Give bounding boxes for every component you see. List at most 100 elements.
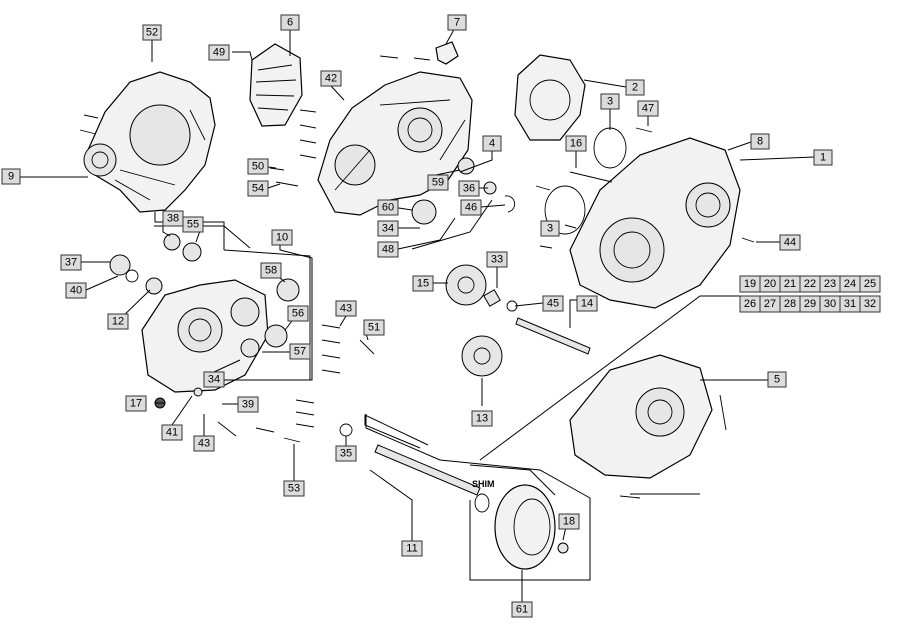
svg-text:1: 1 — [820, 152, 826, 164]
ring-35 — [339, 423, 353, 437]
label-33[interactable]: 33 — [486, 251, 508, 268]
label-44[interactable]: 44 — [779, 234, 801, 251]
svg-text:35: 35 — [340, 448, 352, 460]
label-30[interactable]: 30 — [819, 295, 841, 313]
label-8[interactable]: 8 — [750, 133, 770, 150]
svg-text:12: 12 — [112, 316, 124, 328]
label-57[interactable]: 57 — [289, 343, 311, 360]
svg-text:17: 17 — [130, 398, 142, 410]
label-58[interactable]: 58 — [260, 262, 282, 279]
label-32[interactable]: 32 — [859, 295, 881, 313]
label-9[interactable]: 9 — [1, 168, 21, 185]
label-60[interactable]: 60 — [377, 199, 399, 216]
label-29[interactable]: 29 — [799, 295, 821, 313]
label-3-upper[interactable]: 3 — [600, 93, 620, 110]
svg-text:3: 3 — [607, 96, 613, 108]
label-49[interactable]: 49 — [208, 44, 230, 61]
svg-text:43: 43 — [340, 303, 352, 315]
svg-text:19: 19 — [744, 278, 756, 290]
svg-text:49: 49 — [213, 47, 225, 59]
label-4[interactable]: 4 — [482, 135, 502, 152]
label-19[interactable]: 19 — [739, 275, 761, 293]
label-25[interactable]: 25 — [859, 275, 881, 293]
svg-text:7: 7 — [454, 17, 460, 29]
label-26[interactable]: 26 — [739, 295, 761, 313]
label-50[interactable]: 50 — [247, 158, 269, 175]
label-59[interactable]: 59 — [427, 174, 449, 191]
label-41[interactable]: 41 — [161, 424, 183, 441]
svg-text:48: 48 — [382, 244, 394, 256]
svg-text:6: 6 — [287, 17, 293, 29]
label-31[interactable]: 31 — [839, 295, 861, 313]
label-47[interactable]: 47 — [637, 100, 659, 117]
label-53[interactable]: 53 — [283, 480, 305, 497]
label-43-upper[interactable]: 43 — [335, 300, 357, 317]
label-61[interactable]: 61 — [511, 601, 533, 618]
label-27[interactable]: 27 — [759, 295, 781, 313]
svg-text:27: 27 — [764, 298, 776, 310]
label-45[interactable]: 45 — [542, 295, 564, 312]
label-2[interactable]: 2 — [625, 79, 645, 96]
svg-text:44: 44 — [784, 237, 796, 249]
label-3-lower[interactable]: 3 — [540, 220, 560, 237]
label-10[interactable]: 10 — [271, 229, 293, 246]
label-7[interactable]: 7 — [447, 14, 467, 31]
label-16[interactable]: 16 — [565, 135, 587, 152]
bearing-57 — [240, 338, 260, 358]
label-48[interactable]: 48 — [377, 241, 399, 258]
label-40[interactable]: 40 — [65, 282, 87, 299]
label-51[interactable]: 51 — [363, 319, 385, 336]
svg-text:55: 55 — [187, 219, 199, 231]
label-1[interactable]: 1 — [813, 149, 833, 166]
nut-18 — [557, 542, 569, 554]
svg-text:36: 36 — [463, 183, 475, 195]
label-37[interactable]: 37 — [60, 254, 82, 271]
svg-text:9: 9 — [8, 171, 14, 183]
label-28[interactable]: 28 — [779, 295, 801, 313]
label-43-lower[interactable]: 43 — [193, 435, 215, 452]
label-34-lower[interactable]: 34 — [203, 371, 225, 388]
bearing-55 — [182, 242, 202, 262]
transmission-cover — [569, 354, 713, 479]
label-5[interactable]: 5 — [767, 371, 787, 388]
label-14[interactable]: 14 — [576, 295, 598, 312]
label-22[interactable]: 22 — [799, 275, 821, 293]
svg-text:52: 52 — [146, 27, 158, 39]
fitting-41 — [193, 387, 203, 397]
label-13[interactable]: 13 — [471, 410, 493, 427]
label-21[interactable]: 21 — [779, 275, 801, 293]
label-56[interactable]: 56 — [287, 305, 309, 322]
bearing-58 — [276, 278, 300, 302]
label-15[interactable]: 15 — [412, 275, 434, 292]
shim-ring — [474, 493, 490, 513]
label-11[interactable]: 11 — [401, 540, 423, 557]
svg-text:40: 40 — [70, 285, 82, 297]
label-54[interactable]: 54 — [247, 180, 269, 197]
label-55[interactable]: 55 — [182, 216, 204, 233]
svg-text:28: 28 — [784, 298, 796, 310]
label-18[interactable]: 18 — [558, 513, 580, 530]
label-46[interactable]: 46 — [460, 199, 482, 216]
label-38[interactable]: 38 — [162, 210, 184, 227]
label-35[interactable]: 35 — [335, 445, 357, 462]
label-20[interactable]: 20 — [759, 275, 781, 293]
label-23[interactable]: 23 — [819, 275, 841, 293]
label-12[interactable]: 12 — [107, 313, 129, 330]
label-52[interactable]: 52 — [142, 24, 162, 41]
label-24[interactable]: 24 — [839, 275, 861, 293]
label-34-upper[interactable]: 34 — [377, 220, 399, 237]
left-engine-cover — [83, 71, 216, 213]
svg-text:29: 29 — [804, 298, 816, 310]
seal-37 — [109, 254, 131, 276]
svg-text:3: 3 — [547, 223, 553, 235]
label-6[interactable]: 6 — [280, 14, 300, 31]
svg-text:31: 31 — [844, 298, 856, 310]
shim-label: SHIM — [472, 479, 495, 489]
seal-59 — [457, 157, 475, 175]
label-39[interactable]: 39 — [237, 396, 259, 413]
label-42[interactable]: 42 — [320, 70, 342, 87]
circlip-46 — [504, 195, 516, 213]
label-17[interactable]: 17 — [125, 395, 147, 412]
label-36[interactable]: 36 — [458, 180, 480, 197]
